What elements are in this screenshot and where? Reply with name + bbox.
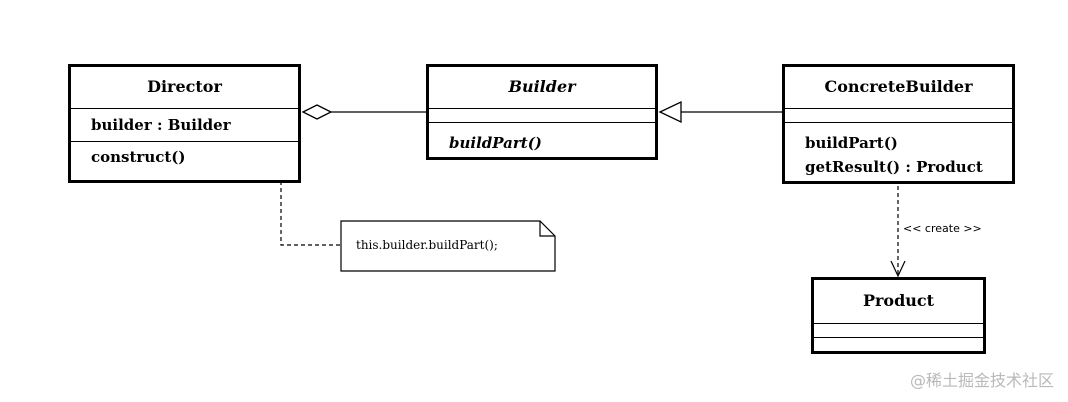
note-text: this.builder.buildPart();: [356, 238, 498, 252]
class-name: Builder: [429, 67, 655, 109]
class-name: Product: [814, 280, 983, 324]
operation: getResult() : Product: [805, 158, 983, 176]
operation: construct(): [91, 148, 186, 166]
class-builder: Builder buildPart(): [426, 64, 658, 160]
note-shape: [340, 220, 556, 272]
attributes-compartment: builder : Builder: [71, 109, 298, 142]
class-director: Director builder : Builder construct(): [68, 64, 301, 183]
class-concrete-builder: ConcreteBuilder buildPart() getResult() …: [782, 64, 1015, 184]
aggregation-diamond: [301, 104, 333, 120]
note-fold: [539, 221, 555, 237]
attribute: builder : Builder: [91, 116, 231, 134]
attributes-compartment: [814, 324, 983, 338]
class-product: Product: [811, 277, 986, 354]
operation: buildPart(): [805, 134, 898, 152]
note-link-line: [280, 167, 340, 246]
class-name: Director: [71, 67, 298, 109]
operations-compartment: construct(): [71, 142, 298, 169]
attributes-compartment: [429, 109, 655, 123]
operation: buildPart(): [449, 134, 542, 152]
dependency-label: << create >>: [903, 222, 982, 235]
operations-compartment: buildPart() getResult() : Product: [785, 123, 1012, 179]
dependency-arrowhead: [890, 260, 906, 278]
watermark: @稀土掘金技术社区: [909, 371, 1054, 390]
generalization-triangle: [658, 100, 682, 124]
attributes-compartment: [785, 109, 1012, 123]
class-name: ConcreteBuilder: [785, 67, 1012, 109]
operations-compartment: buildPart(): [429, 123, 655, 155]
